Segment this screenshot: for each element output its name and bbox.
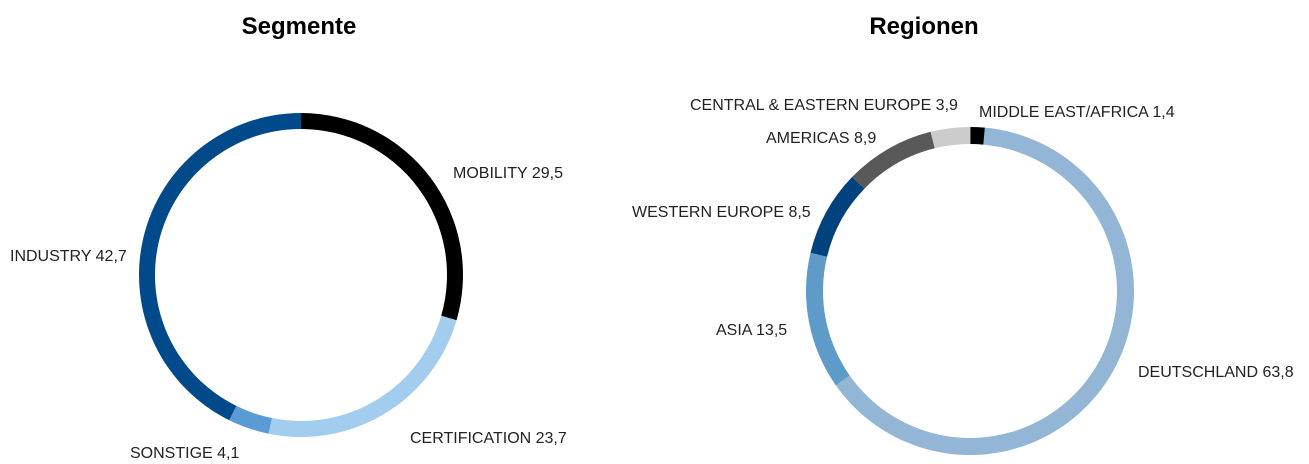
slice-certification bbox=[268, 315, 457, 437]
chart-title-regionen: Regionen bbox=[869, 13, 979, 40]
label-americas: AMERICAS 8,9 bbox=[766, 130, 876, 147]
label-middle-east-africa: MIDDLE EAST/AFRICA 1,4 bbox=[979, 104, 1175, 121]
slice-middle-east-africa bbox=[970, 127, 985, 145]
slice-western-europe bbox=[810, 176, 865, 257]
label-mobility: MOBILITY 29,5 bbox=[453, 165, 563, 182]
label-industry: INDUSTRY 42,7 bbox=[10, 248, 127, 265]
slice-deutschland bbox=[835, 127, 1134, 455]
chart-title-segmente: Segmente bbox=[241, 13, 357, 40]
slice-industry bbox=[138, 113, 301, 421]
slice-sonstige bbox=[229, 405, 272, 434]
slice-asia bbox=[806, 252, 850, 386]
label-certification: CERTIFICATION 23,7 bbox=[410, 430, 567, 447]
label-deutschland: DEUTSCHLAND 63,8 bbox=[1138, 364, 1294, 381]
slice-mobility bbox=[301, 113, 463, 321]
donut-regionen: DEUTSCHLAND 63,8 ASIA 13,5 WESTERN EUROPE … bbox=[632, 97, 1294, 455]
label-central-eastern-europe: CENTRAL & EASTERN EUROPE 3,9 bbox=[690, 97, 958, 114]
label-western-europe: WESTERN EUROPE 8,5 bbox=[632, 204, 811, 221]
label-asia: ASIA 13,5 bbox=[716, 322, 787, 339]
slice-americas bbox=[852, 131, 935, 189]
slice-central-eastern-europe bbox=[930, 127, 971, 149]
label-sonstige: SONSTIGE 4,1 bbox=[130, 445, 239, 462]
